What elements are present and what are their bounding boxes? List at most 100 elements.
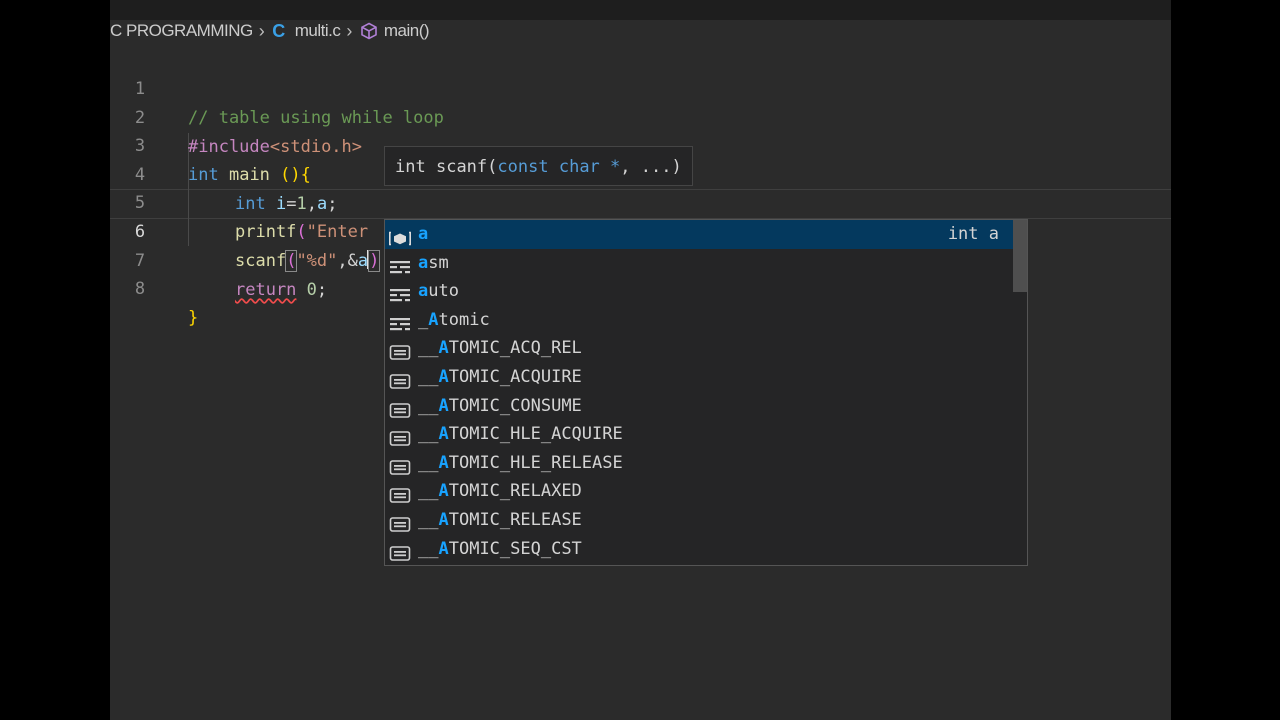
constant-icon bbox=[389, 456, 411, 475]
directive-token: #include bbox=[188, 137, 270, 157]
suggestion-item[interactable]: __ATOMIC_HLE_RELEASE bbox=[385, 449, 1013, 478]
suggestion-item[interactable]: _Atomic bbox=[385, 306, 1013, 335]
line-number: 8 bbox=[134, 279, 146, 299]
string-token: "%d" bbox=[296, 251, 338, 271]
type-token: int bbox=[235, 194, 266, 214]
comment-token: // table using while loop bbox=[188, 108, 444, 128]
return-keyword-error[interactable]: return bbox=[235, 280, 297, 300]
suggestion-rest: TOMIC_HLE_ACQUIRE bbox=[448, 424, 623, 445]
suggestion-item[interactable]: __ATOMIC_RELAXED bbox=[385, 477, 1013, 506]
operator-token: ,& bbox=[337, 251, 358, 271]
breadcrumb-file[interactable]: multi.c bbox=[294, 21, 341, 40]
c-file-icon: C bbox=[272, 20, 285, 41]
suggestion-item[interactable]: __ATOMIC_RELEASE bbox=[385, 506, 1013, 535]
suggestion-item[interactable]: a int a bbox=[385, 220, 1013, 249]
suggestion-rest: TOMIC_HLE_RELEASE bbox=[448, 452, 623, 473]
paren-token: ) bbox=[290, 165, 301, 185]
breadcrumb: C PROGRAMMING › C multi.c › main() bbox=[110, 19, 430, 43]
suggestion-match: A bbox=[438, 424, 449, 445]
suggestion-item[interactable]: __ATOMIC_SEQ_CST bbox=[385, 535, 1013, 564]
constant-icon bbox=[389, 341, 411, 361]
suggestion-prefix: __ bbox=[418, 510, 439, 530]
code-line-5[interactable]: 5 printf("Enter bbox=[110, 160, 1171, 242]
indent-guide bbox=[188, 133, 189, 246]
function-name-token: main bbox=[228, 165, 270, 185]
suggestion-item[interactable]: __ATOMIC_ACQUIRE bbox=[385, 363, 1013, 392]
suggestion-rest: TOMIC_RELEASE bbox=[448, 510, 582, 530]
suggestion-label: __ATOMIC_HLE_RELEASE bbox=[418, 449, 623, 478]
current-line-highlight bbox=[110, 189, 1171, 219]
keyword-icon bbox=[389, 256, 411, 273]
scrollbar-thumb[interactable] bbox=[1013, 220, 1027, 292]
semicolon-token: ; bbox=[316, 280, 328, 300]
suggestion-match: A bbox=[438, 481, 449, 502]
breadcrumb-symbol[interactable]: main() bbox=[383, 21, 430, 40]
line-code: #include<stdio.h> bbox=[188, 133, 362, 162]
title-strip bbox=[110, 0, 1171, 20]
header-token: <stdio.h> bbox=[269, 137, 363, 157]
constant-icon bbox=[389, 513, 411, 532]
operator-token: = bbox=[286, 194, 297, 214]
suggestion-widget[interactable]: __ATOMIC_SEQ_CST__ATOMIC_RELEASE__ATOMIC… bbox=[384, 219, 1028, 566]
suggestion-rest: TOMIC_RELAXED bbox=[448, 481, 582, 502]
suggestion-rest: TOMIC_CONSUME bbox=[448, 395, 582, 416]
line-code: return 0; bbox=[235, 276, 327, 305]
suggestion-item[interactable]: asm bbox=[385, 249, 1013, 278]
paren-token: ( bbox=[285, 250, 298, 272]
sig-param-char: char bbox=[558, 157, 600, 177]
semicolon-token: ; bbox=[327, 194, 338, 214]
suggestion-label: __ATOMIC_HLE_ACQUIRE bbox=[418, 420, 623, 449]
suggestion-prefix: __ bbox=[418, 367, 439, 387]
suggestion-item[interactable]: __ATOMIC_HLE_ACQUIRE bbox=[385, 420, 1013, 449]
suggestion-match: A bbox=[428, 309, 439, 330]
line-code: int i=1,a; bbox=[235, 190, 337, 219]
keyword-icon bbox=[389, 284, 411, 302]
code-line-3[interactable]: 3 int main (){ bbox=[110, 103, 1171, 185]
comma-token: , bbox=[306, 194, 317, 214]
constant-icon bbox=[389, 370, 411, 389]
code-line-7[interactable]: 7 return 0; bbox=[110, 218, 1171, 300]
number-token: 0 bbox=[306, 280, 317, 300]
variable-icon bbox=[389, 227, 411, 246]
paren-token: ) bbox=[368, 250, 381, 272]
suggestion-rest: TOMIC_ACQUIRE bbox=[448, 367, 582, 387]
brace-token: { bbox=[300, 165, 311, 185]
suggestion-label: _Atomic bbox=[418, 306, 490, 335]
suggestion-label: auto bbox=[418, 277, 459, 306]
variable-token: a bbox=[357, 251, 369, 271]
variable-token: i bbox=[275, 194, 287, 214]
suggestion-label: a bbox=[418, 220, 428, 249]
sig-open-paren: ( bbox=[487, 157, 498, 177]
text-cursor bbox=[367, 250, 370, 269]
breadcrumb-folder[interactable]: C PROGRAMMING bbox=[110, 21, 253, 40]
suggestion-prefix: __ bbox=[418, 395, 439, 416]
suggestion-label: asm bbox=[418, 249, 449, 278]
suggestion-item[interactable]: __ATOMIC_ACQ_REL bbox=[385, 334, 1013, 363]
sig-rest: , ...) bbox=[620, 157, 682, 177]
signature-help-popup: int scanf(const char *, ...) bbox=[384, 146, 693, 186]
suggestion-match: A bbox=[438, 338, 449, 359]
number-token: 1 bbox=[296, 194, 307, 214]
brace-token: } bbox=[188, 308, 199, 328]
constant-icon bbox=[389, 484, 411, 504]
suggestion-prefix: __ bbox=[418, 538, 439, 559]
suggestion-item[interactable]: __ATOMIC_CONSUME bbox=[385, 392, 1013, 421]
code-line-8[interactable]: 8 } bbox=[110, 246, 1171, 328]
line-code: scanf("%d",&a) bbox=[235, 247, 381, 276]
line-code: // table using while loop bbox=[188, 104, 444, 133]
chevron-right-icon: › bbox=[258, 20, 265, 41]
type-token: int bbox=[188, 165, 219, 185]
code-line-4[interactable]: 4 int i=1,a; bbox=[110, 132, 1171, 214]
chevron-right-icon: › bbox=[346, 20, 352, 41]
suggestion-match: a bbox=[418, 224, 429, 244]
code-line-1[interactable]: 1 // table using while loop bbox=[110, 46, 1171, 128]
suggestion-item[interactable]: auto bbox=[385, 277, 1013, 306]
suggestion-rest: TOMIC_ACQ_REL bbox=[448, 338, 582, 359]
suggestion-detail: int a bbox=[947, 224, 999, 244]
suggestion-scrollbar[interactable] bbox=[1013, 220, 1027, 565]
line-code: int main (){ bbox=[188, 161, 311, 190]
code-line-6[interactable]: 6 scanf("%d",&a) bbox=[110, 189, 1171, 272]
line-number: 5 bbox=[134, 193, 146, 213]
suggestion-match: A bbox=[438, 367, 449, 387]
code-line-2[interactable]: 2 #include<stdio.h> bbox=[110, 75, 1171, 157]
